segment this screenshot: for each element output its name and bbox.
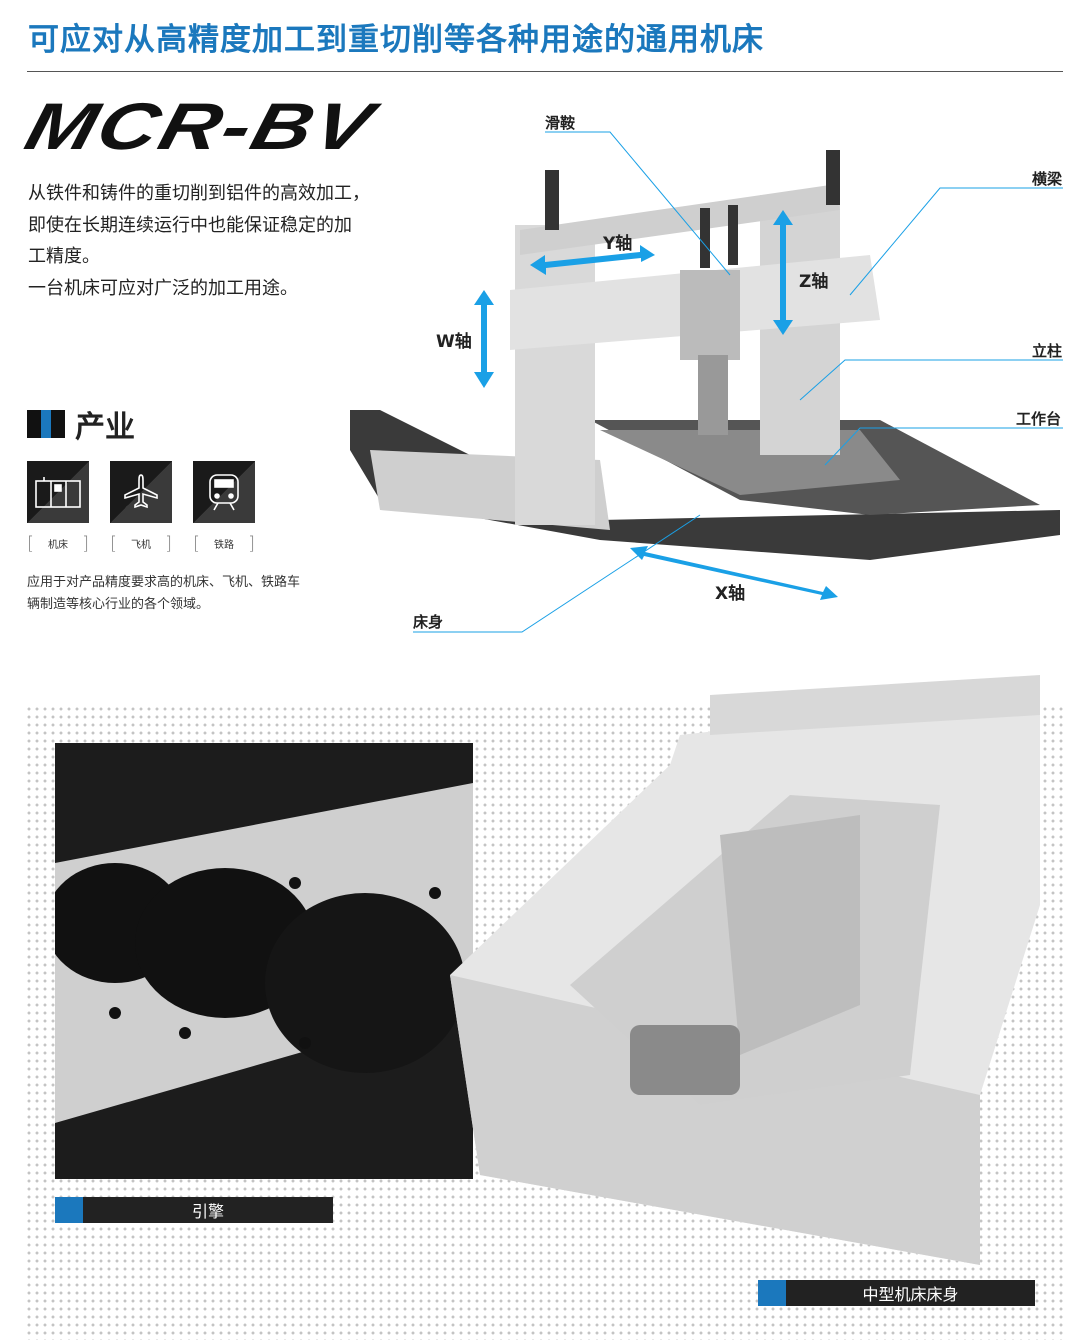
intro-line: 即使在长期连续运行中也能保证稳定的加 — [28, 214, 352, 236]
callout-bed: 床身 — [413, 613, 444, 631]
callout-table: 工作台 — [1016, 410, 1062, 428]
caption-text: 中型机床床身 — [862, 1285, 959, 1304]
page-title: 可应对从高精度加工到重切削等各种用途的通用机床 — [28, 22, 764, 58]
label-text: 铁路 — [214, 540, 234, 551]
engine-photo — [55, 743, 473, 1179]
industry-description: 应用于对产品精度要求高的机床、飞机、铁路车 辆制造等核心行业的各个领域。 — [27, 572, 300, 616]
train-icon — [193, 461, 255, 523]
caption-mark — [55, 1197, 83, 1223]
axis-label-z: Z轴 — [799, 272, 829, 292]
axis-arrows — [474, 210, 838, 600]
machine-tool-icon — [27, 461, 89, 523]
heading-mark-icon — [27, 410, 65, 438]
machine-diagram — [350, 131, 1063, 633]
engine-caption: 引擎 — [55, 1197, 333, 1223]
caption-text: 引擎 — [191, 1202, 224, 1221]
intro-text: 从铁件和铸件的重切削到铝件的高效加工， 即使在长期连续运行中也能保证稳定的加 工… — [28, 178, 370, 304]
divider — [27, 71, 1063, 72]
airplane-icon — [110, 461, 172, 523]
intro-line: 从铁件和铸件的重切削到铝件的高效加工， — [28, 183, 370, 204]
axis-label-x: X轴 — [715, 584, 746, 604]
industry-label-railway: [铁路] — [193, 533, 255, 554]
callout-crossrail: 横梁 — [1032, 170, 1063, 188]
intro-line: 工精度。 — [28, 246, 100, 267]
intro-line: 一台机床可应对广泛的加工用途。 — [28, 277, 298, 299]
axis-label-w: W轴 — [436, 332, 472, 352]
label-text: 机床 — [48, 540, 68, 551]
industry-heading: 产业 — [27, 402, 135, 446]
machine-bed-photo — [450, 675, 1040, 1265]
caption-mark — [758, 1280, 786, 1306]
desc-line: 应用于对产品精度要求高的机床、飞机、铁路车 — [27, 575, 301, 590]
callout-column: 立柱 — [1032, 342, 1063, 360]
bed-caption: 中型机床床身 — [758, 1280, 1035, 1306]
machine-illustration — [350, 150, 1060, 560]
axis-label-y: Y轴 — [603, 234, 633, 254]
desc-line: 辆制造等核心行业的各个领域。 — [27, 597, 210, 612]
industry-heading-text: 产业 — [75, 410, 135, 445]
industry-label-airplane: [飞机] — [110, 533, 172, 554]
callout-saddle: 滑鞍 — [545, 114, 576, 132]
label-text: 飞机 — [131, 540, 151, 551]
industry-label-machine-tool: [机床] — [27, 533, 89, 554]
